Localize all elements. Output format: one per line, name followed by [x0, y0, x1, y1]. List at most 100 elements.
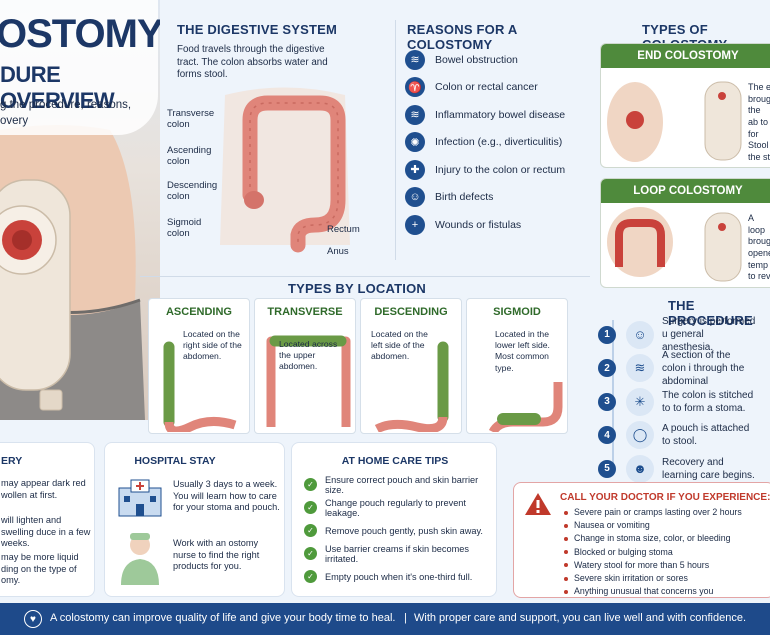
home-care-card: AT HOME CARE TIPS ✓Ensure correct pouch …	[291, 442, 497, 597]
reasons-section: REASONS FOR A COLOSTOMY ≋Bowel obstructi…	[405, 0, 585, 270]
warning-item: Severe skin irritation or sores	[564, 572, 770, 585]
warning-card: CALL YOUR DOCTOR IF YOU EXPERIENCE: Seve…	[513, 482, 770, 598]
recovery-card: ERY may appear dark red wollen at first.…	[0, 442, 95, 597]
check-icon: ✓	[304, 524, 317, 537]
reason-item: ☺Birth defects	[405, 184, 585, 212]
label-anus: Anus	[327, 246, 349, 257]
bullet	[564, 537, 568, 541]
tip-item: ✓Use barrier creams if skin becomes irri…	[304, 542, 494, 565]
tip-item: ✓Empty pouch when it's one-third full.	[304, 565, 494, 588]
nurse-icon	[121, 533, 159, 585]
warning-icon	[525, 493, 551, 515]
procedure-title: THE PROCEDURE	[668, 298, 753, 328]
bullet	[564, 576, 568, 581]
hospital-title: HOSPITAL STAY	[134, 455, 216, 467]
hero-image: OSTOMY DURE OVERVIEW g the procedure, re…	[0, 0, 160, 420]
reason-item: ≋Inflammatory bowel disease	[405, 101, 585, 129]
end-colostomy-card: END COLOSTOMY The e brougl the ab to for…	[600, 43, 770, 168]
recovery-item: will lighten and swelling duce in a few …	[1, 515, 91, 548]
label-descending: Descending colon	[167, 180, 218, 203]
intestine-icon: ≋	[405, 49, 425, 70]
digestive-title: THE DIGESTIVE SYSTEM	[177, 22, 338, 37]
warning-item: Nausea or vomiting	[564, 519, 770, 532]
recovery-item: may be more liquid ding on the type of o…	[1, 552, 79, 585]
tip-item: ✓Remove pouch gently, push skin away.	[304, 519, 494, 542]
check-icon: ✓	[304, 547, 317, 560]
end-colostomy-text: The e brougl the ab to for Stool the st	[748, 82, 770, 163]
hero-subtitle: DURE OVERVIEW	[0, 62, 115, 113]
bullet	[564, 589, 568, 594]
warning-item: Change in stoma size, color, or bleeding	[564, 532, 770, 545]
bullet	[564, 563, 568, 568]
location-section: TYPES BY LOCATION ASCENDING Located on t…	[148, 278, 568, 438]
home-care-list: ✓Ensure correct pouch and skin barrier s…	[304, 473, 494, 588]
transverse-colon-icon	[266, 335, 351, 427]
label-ascending: Ascending colon	[167, 145, 212, 168]
stitch-icon: ✳	[626, 387, 654, 416]
ascending-colon-icon	[163, 341, 237, 432]
hero-title: OSTOMY	[0, 12, 160, 56]
footer-divider: |	[404, 612, 407, 624]
warning-item: Anything unusual that concerns you	[564, 585, 770, 598]
divider	[140, 276, 590, 277]
reason-item: ✚Injury to the colon or rectum	[405, 156, 585, 184]
end-colostomy-header: END COLOSTOMY	[601, 44, 770, 68]
footer-left-text: A colostomy can improve quality of life …	[50, 612, 396, 624]
loop-colostomy-illustration	[607, 207, 742, 282]
procedure-steps: 1 ☺ Surgery is performed u general anest…	[598, 316, 770, 486]
intestine-icon: ≋	[626, 354, 654, 383]
hero-title-box	[0, 0, 158, 135]
warning-item: Blocked or bulging stoma	[564, 546, 770, 559]
sigmoid-colon-icon	[488, 382, 563, 432]
procedure-step: 2 ≋ A section of the colon i through the…	[598, 350, 770, 387]
intestine-icon: ≋	[405, 104, 425, 125]
location-card-ascending: ASCENDING Located on the right side of t…	[148, 298, 250, 434]
recovery-title: ERY	[1, 455, 23, 467]
hospital-icon	[118, 479, 162, 517]
label-transverse: Transverse colon	[167, 108, 215, 131]
warning-title: CALL YOUR DOCTOR IF YOU EXPERIENCE:	[560, 492, 770, 503]
hospital-item: Usually 3 days to a week. You will learn…	[173, 479, 280, 512]
digestive-section: THE DIGESTIVE SYSTEM Food travels throug…	[165, 0, 390, 270]
reason-item: ✺Infection (e.g., diverticulitis)	[405, 129, 585, 157]
torso-illustration	[0, 125, 145, 420]
procedure-step: 3 ✳ The colon is stitched to to form a s…	[598, 385, 770, 419]
location-card-descending: DESCENDING Located on the left side of t…	[360, 298, 462, 434]
bullet	[564, 550, 568, 555]
warning-item: Severe pain or cramps lasting over 2 hou…	[564, 506, 770, 519]
reasons-list: ≋Bowel obstruction ♈Colon or rectal canc…	[405, 46, 585, 239]
home-care-title: AT HOME CARE TIPS	[341, 455, 449, 467]
virus-icon: ✺	[405, 132, 425, 153]
check-icon: ✓	[304, 478, 317, 491]
pouch-icon: ◯	[626, 421, 654, 450]
reason-item: ≋Bowel obstruction	[405, 46, 585, 74]
plus-icon: +	[405, 214, 425, 235]
tip-item: ✓Ensure correct pouch and skin barrier s…	[304, 473, 494, 496]
warning-item: Watery stool for more than 5 hours	[564, 559, 770, 572]
location-card-sigmoid: SIGMOID Located in the lower left side. …	[466, 298, 568, 434]
nurse-icon: ☻	[626, 454, 654, 483]
hospital-item: Work with an ostomy nurse to find the ri…	[173, 538, 260, 571]
reason-item: ♈Colon or rectal cancer	[405, 74, 585, 102]
label-rectum: Rectum	[327, 224, 360, 235]
location-title: TYPES BY LOCATION	[288, 281, 426, 296]
location-card-transverse: TRANSVERSE Located across the upper abdo…	[254, 298, 356, 434]
check-icon: ✓	[304, 570, 317, 583]
loop-colostomy-text: A loop brougl opene temp to rev	[748, 213, 770, 282]
bullet	[564, 523, 568, 528]
descending-colon-icon	[374, 341, 449, 432]
hero-description: g the procedure, reasons, overy	[0, 99, 132, 127]
shield-plus-icon: ✚	[405, 159, 425, 180]
warning-list: Severe pain or cramps lasting over 2 hou…	[564, 506, 770, 598]
reasons-title: REASONS FOR A COLOSTOMY	[407, 22, 517, 52]
check-icon: ✓	[304, 501, 317, 514]
procedure-step: 1 ☺ Surgery is performed u general anest…	[598, 316, 770, 353]
colon-illustration	[220, 87, 350, 253]
ribbon-icon: ♈	[405, 77, 425, 98]
footer-banner: ♥ A colostomy can improve quality of lif…	[0, 603, 770, 635]
label-sigmoid: Sigmoid colon	[167, 217, 202, 240]
end-colostomy-illustration	[607, 81, 742, 162]
loop-colostomy-header: LOOP COLOSTOMY	[601, 179, 770, 203]
surgeon-icon: ☺	[626, 320, 654, 349]
heart-icon: ♥	[24, 610, 42, 628]
